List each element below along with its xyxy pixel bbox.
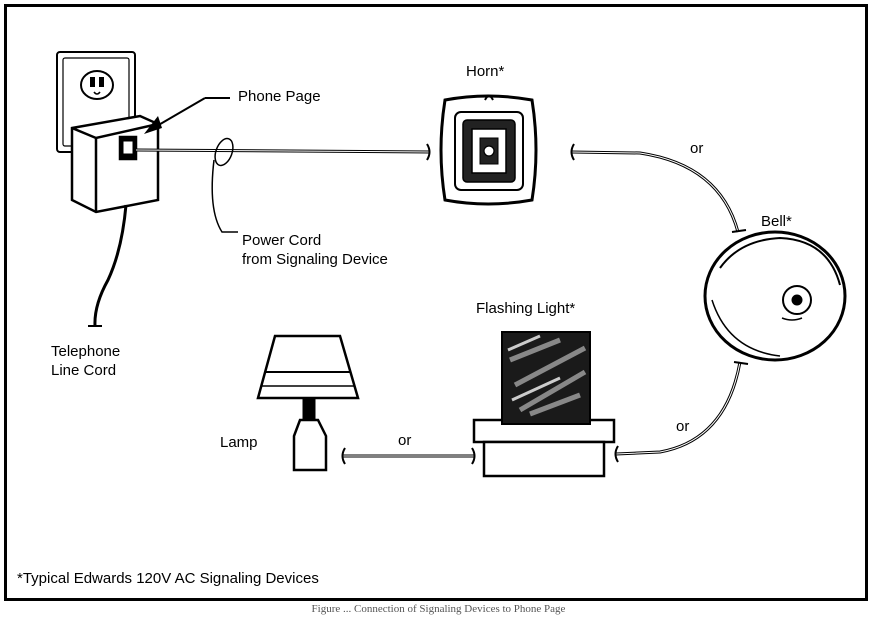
phone-page-arrow	[144, 97, 230, 134]
flashing-light-device	[472, 331, 616, 478]
horn-device	[439, 94, 538, 206]
figure-caption: Figure ... Connection of Signaling Devic…	[311, 603, 566, 615]
power-cord-loop	[214, 137, 234, 167]
bell-device	[703, 230, 847, 362]
phone-page-label: Phone Page	[238, 88, 321, 105]
diagram-frame	[4, 4, 868, 601]
or-label-lamp-light: or	[398, 432, 412, 449]
or-label-horn-bell: or	[690, 140, 704, 157]
footnote: *Typical Edwards 120V AC Signaling Devic…	[17, 570, 319, 587]
telephone-label-line2: Line Cord	[51, 362, 117, 379]
lamp-label: Lamp	[220, 434, 258, 451]
power-cord-label-line1: Power Cord	[242, 232, 322, 249]
power-cord-label-line2: from Signaling Device	[242, 251, 388, 268]
bell-label: Bell*	[761, 213, 792, 230]
telephone-label-line1: Telephone	[51, 343, 121, 360]
horn-bell-cable	[571, 150, 740, 233]
phone-page-device	[70, 114, 160, 214]
horn-label: Horn*	[466, 63, 505, 80]
bell-light-cable	[615, 361, 742, 456]
telephone-line-cord	[93, 204, 128, 327]
flashing-light-label: Flashing Light*	[476, 300, 576, 317]
or-label-bell-light: or	[676, 418, 690, 435]
lamp-device	[256, 334, 360, 472]
